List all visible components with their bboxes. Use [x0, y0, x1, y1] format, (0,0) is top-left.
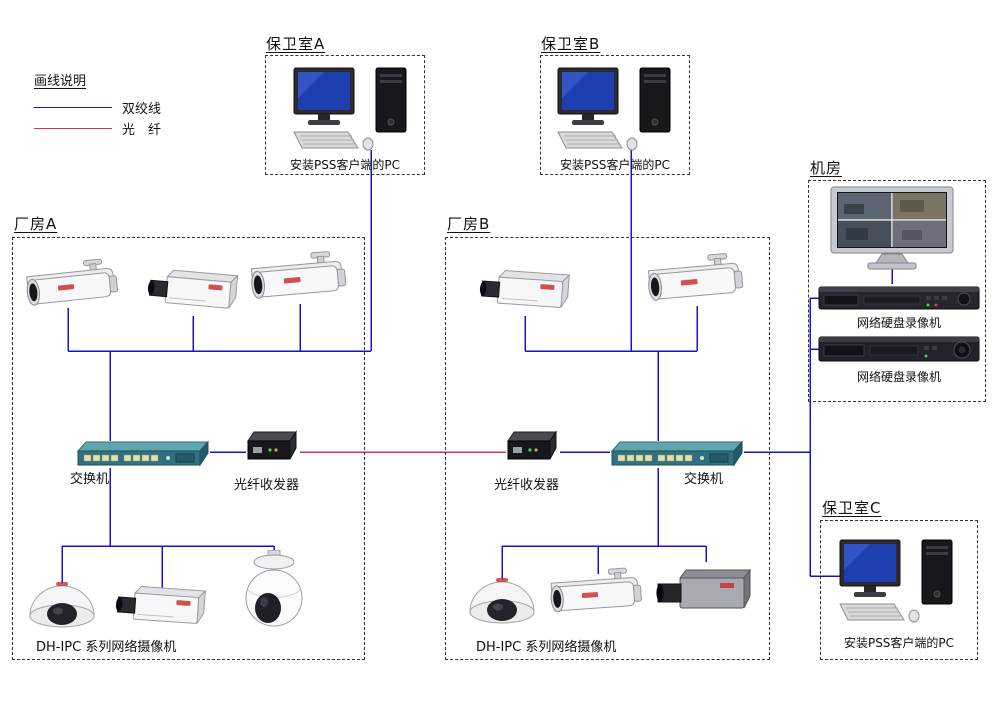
legend-label-fiber: 光 纤 [122, 123, 162, 138]
dome-camera-icon [29, 582, 95, 628]
box-camera-icon [656, 568, 751, 609]
legend-item-twisted-pair: 双绞线 [34, 97, 161, 118]
plant-a-transceiver-label: 光纤收发器 [234, 478, 300, 493]
bullet-camera-icon [250, 251, 347, 299]
box-camera-icon [115, 586, 207, 624]
guard-room-a-boundary [265, 55, 425, 175]
nvr-icon [818, 336, 980, 362]
nvr-2 [818, 334, 980, 368]
ethernet-switch-icon [76, 440, 210, 467]
fiber-transceiver-icon [247, 430, 297, 460]
fiber-line-sample [34, 128, 112, 129]
legend: 画线说明 双绞线 光 纤 [34, 70, 161, 139]
legend-title: 画线说明 [34, 74, 87, 89]
guard-room-b-title: 保卫室B [541, 35, 601, 53]
plant-a-bullet-camera-1 [21, 255, 126, 319]
plant-b-box-camera-top [476, 261, 575, 323]
box-camera-icon [479, 270, 571, 308]
plant-a-bullet-camera-2 [246, 248, 355, 313]
server-room-boundary [808, 180, 986, 402]
guard-room-b-boundary [540, 55, 690, 175]
plant-b-title: 厂房B [447, 215, 491, 233]
pc-icon [293, 67, 407, 151]
plant-b-box-camera-bottom [656, 560, 756, 624]
plant-a-dome-camera [26, 574, 98, 636]
guard-room-a-title: 保卫室A [266, 35, 326, 53]
guard-b-pc-label: 安装PSS客户端的PC [559, 158, 671, 172]
ptz-dome-camera-icon [245, 549, 303, 627]
ethernet-switch-icon [610, 440, 744, 467]
bullet-camera-icon [26, 258, 119, 306]
server-room-title: 机房 [810, 159, 843, 177]
plant-b-dome-camera [466, 570, 538, 632]
plant-b-bullet-camera-top [643, 250, 752, 315]
nvr-1-label: 网络硬盘录像机 [856, 316, 941, 330]
nvr-2-label: 网络硬盘录像机 [856, 370, 941, 384]
plant-b-switch-label: 交换机 [684, 472, 724, 487]
dome-camera-icon [469, 578, 535, 624]
legend-label-twisted-pair: 双绞线 [122, 102, 162, 117]
plant-a-box-camera-top [144, 260, 244, 324]
plant-a-cameras-label: DH-IPC 系列网络摄像机 [36, 640, 177, 655]
plant-b-boundary [445, 237, 770, 660]
pc-icon [557, 67, 671, 151]
guard-room-c-title: 保卫室C [822, 499, 882, 517]
plant-b-cameras-label: DH-IPC 系列网络摄像机 [476, 640, 617, 655]
quad-view-monitor [830, 186, 954, 274]
plant-a-speed-dome-camera [242, 549, 306, 640]
guard-a-pc-workstation [288, 66, 416, 158]
guard-room-c-boundary [820, 520, 978, 660]
plant-a-switch-label: 交换机 [70, 472, 110, 487]
twisted-pair-line-sample [34, 107, 112, 108]
plant-a-boundary [12, 237, 365, 660]
pc-icon [839, 539, 953, 623]
plant-b-transceiver-label: 光纤收发器 [494, 478, 560, 493]
guard-c-pc-label: 安装PSS客户端的PC [843, 636, 955, 650]
legend-item-fiber: 光 纤 [34, 118, 161, 139]
guard-c-pc-workstation [834, 538, 962, 630]
plant-a-switch [76, 440, 210, 472]
nvr-icon [818, 286, 980, 310]
plant-a-title: 厂房A [14, 215, 58, 233]
fiber-transceiver-icon [507, 430, 557, 460]
guard-b-pc-workstation [552, 66, 680, 158]
plant-a-fiber-transceiver [246, 428, 300, 468]
plant-b-switch [610, 440, 744, 472]
guard-a-pc-label: 安装PSS客户端的PC [289, 158, 401, 172]
bullet-camera-icon [647, 253, 744, 301]
plant-b-bullet-camera-bottom [546, 565, 650, 626]
box-camera-icon [147, 269, 239, 309]
cctv-monitor-icon [830, 186, 954, 270]
plant-a-box-camera-bottom [112, 577, 211, 639]
plant-b-fiber-transceiver [506, 428, 560, 468]
nvr-1 [818, 284, 980, 316]
bullet-camera-icon [550, 567, 642, 613]
